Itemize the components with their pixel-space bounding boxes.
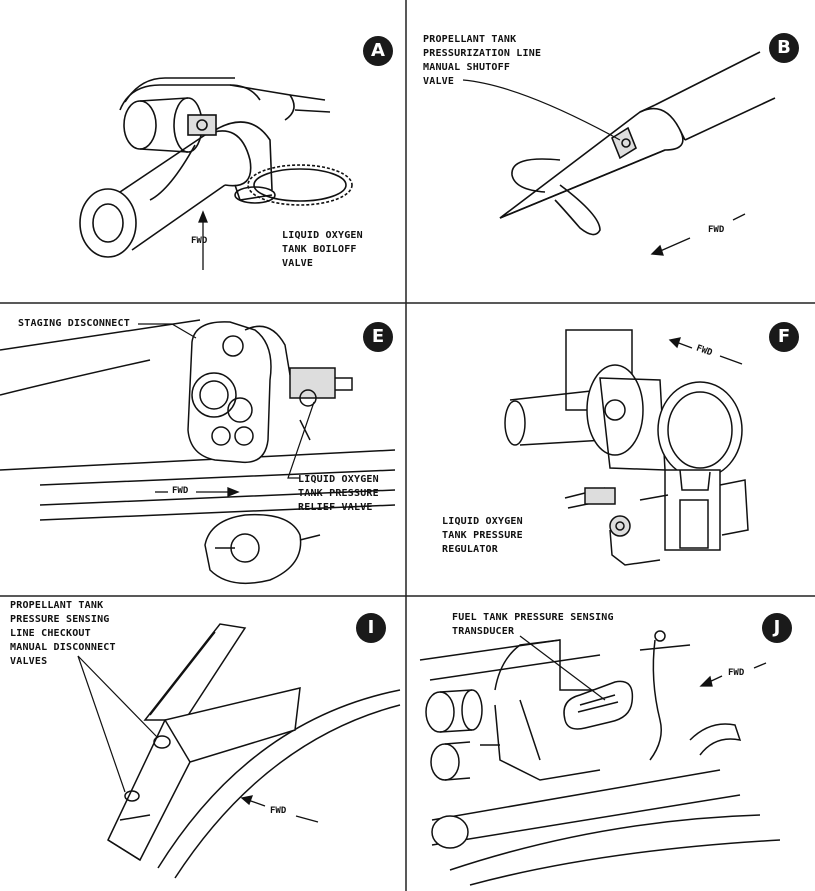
panel-b-label-line2: PRESSURIZATION LINE (423, 48, 542, 59)
panel-j-leader (519, 635, 606, 701)
panel-f-label-line2: TANK PRESSURE (442, 530, 523, 541)
panel-j-fwd-arrow (699, 662, 767, 687)
panel-a-label-line1: LIQUID OXYGEN (282, 230, 363, 241)
panel-e-fwd-label: FWD (172, 486, 189, 496)
panel-b-badge: B (769, 33, 799, 63)
panel-e-illustration (0, 319, 396, 585)
panel-i-label-line3: LINE CHECKOUT (10, 628, 91, 639)
panel-e-leaders (138, 323, 315, 479)
panel-b-label-line4: VALVE (423, 76, 455, 87)
panel-e-label-staging: STAGING DISCONNECT (18, 318, 130, 329)
panel-b-fwd-arrow (650, 213, 746, 256)
panel-a-badge: A (363, 36, 393, 66)
panel-e-badge: E (363, 322, 393, 352)
panel-i-label-line4: MANUAL DISCONNECT (10, 642, 116, 653)
panel-b-fwd-label: FWD (708, 225, 725, 235)
panel-e-label-line3: RELIEF VALVE (298, 502, 373, 513)
panel-i-label-line5: VALVES (10, 656, 48, 667)
panel-f-fwd-arrow (668, 337, 743, 365)
panel-b-illustration (499, 51, 776, 236)
panel-f-badge: F (769, 322, 799, 352)
panel-f-label-line3: REGULATOR (442, 544, 498, 555)
panel-j-badge: J (762, 613, 792, 643)
panel-i-fwd-label: FWD (270, 806, 287, 816)
panel-b-label-line3: MANUAL SHUTOFF (423, 62, 511, 73)
panel-i-badge: I (356, 613, 386, 643)
panel-a-label-line3: VALVE (282, 258, 314, 269)
panel-j-fwd-label: FWD (728, 668, 745, 678)
panel-j-label-line1: FUEL TANK PRESSURE SENSING (452, 612, 614, 623)
panel-i-fwd-arrow (240, 795, 319, 823)
panel-e-fwd-arrow (155, 487, 240, 497)
panel-j-illustration (419, 630, 781, 886)
panel-i-illustration (107, 623, 401, 879)
panel-i-label-line2: PRESSURE SENSING (10, 614, 110, 625)
panel-f-label-line1: LIQUID OXYGEN (442, 516, 523, 527)
panel-a-label-line2: TANK BOILOFF (282, 244, 357, 255)
panel-b-label-line1: PROPELLANT TANK (423, 34, 517, 45)
panel-f-illustration (504, 329, 749, 566)
panel-i-leaders (77, 655, 159, 793)
panel-a-illustration (79, 77, 353, 258)
panel-e-label-line2: TANK PRESSURE (298, 488, 379, 499)
panel-i-label-line1: PROPELLANT TANK (10, 600, 104, 611)
panel-e-label-line1: LIQUID OXYGEN (298, 474, 379, 485)
panel-j-label-line2: TRANSDUCER (452, 626, 515, 637)
panel-b-leader (462, 79, 621, 141)
panel-a-fwd-arrow (198, 210, 208, 270)
panel-a-fwd-label: FWD (191, 236, 208, 246)
